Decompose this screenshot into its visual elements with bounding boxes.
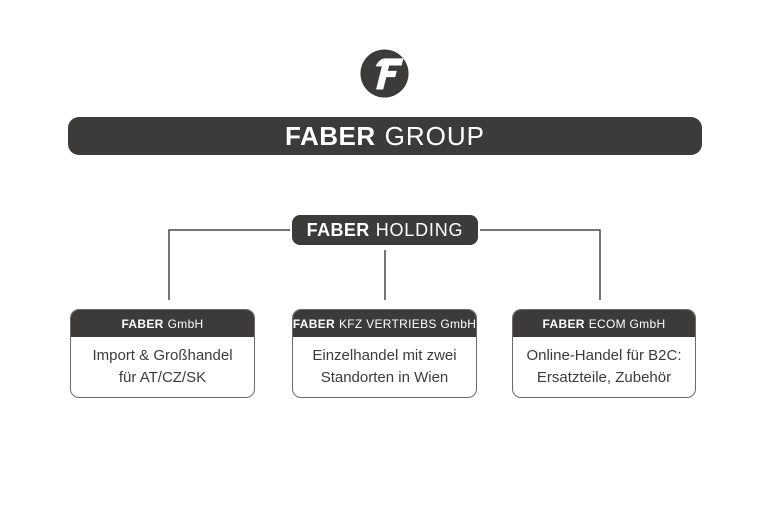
group-banner: FABER GROUP	[68, 117, 702, 155]
subsidiary-header: FABER ECOM GmbH	[513, 310, 695, 337]
subsidiary-brand: FABER	[292, 316, 335, 331]
subsidiary-suffix: GmbH	[167, 316, 204, 331]
subsidiary-box-faber-kfz-vertriebs-gmbh: FABER KFZ VERTRIEBS GmbH Einzelhandel mi…	[292, 309, 477, 398]
subsidiary-description-line: für AT/CZ/SK	[118, 369, 207, 386]
holding-suffix: HOLDING	[375, 219, 464, 240]
group-banner-suffix: GROUP	[384, 120, 485, 151]
subsidiary-header: FABER KFZ VERTRIEBS GmbH	[293, 310, 476, 337]
faber-logo-icon	[360, 49, 409, 98]
holding-node: FABER HOLDING	[292, 215, 478, 245]
subsidiary-suffix: KFZ VERTRIEBS GmbH	[338, 316, 477, 331]
subsidiary-brand: FABER	[542, 316, 585, 331]
subsidiary-brand: FABER	[121, 316, 164, 331]
subsidiary-description-line: Standorten in Wien	[320, 369, 449, 386]
holding-brand: FABER	[306, 219, 370, 240]
subsidiary-header: FABER GmbH	[71, 310, 254, 337]
subsidiary-description-line: Import & Großhandel	[92, 347, 233, 364]
subsidiary-box-faber-ecom-gmbh: FABER ECOM GmbH Online-Handel für B2C: E…	[512, 309, 696, 398]
subsidiary-description: Online-Handel für B2C: Ersatzteile, Zube…	[513, 337, 695, 389]
subsidiary-description-line: Ersatzteile, Zubehör	[536, 369, 672, 386]
subsidiary-description: Einzelhandel mit zwei Standorten in Wien	[293, 337, 476, 389]
subsidiary-description-line: Online-Handel für B2C:	[526, 347, 682, 364]
subsidiary-suffix: ECOM GmbH	[588, 316, 666, 331]
subsidiary-box-faber-gmbh: FABER GmbH Import & Großhandel für AT/CZ…	[70, 309, 255, 398]
group-banner-brand: FABER	[285, 120, 376, 151]
subsidiary-description-line: Einzelhandel mit zwei	[312, 347, 457, 364]
subsidiary-description: Import & Großhandel für AT/CZ/SK	[71, 337, 254, 389]
